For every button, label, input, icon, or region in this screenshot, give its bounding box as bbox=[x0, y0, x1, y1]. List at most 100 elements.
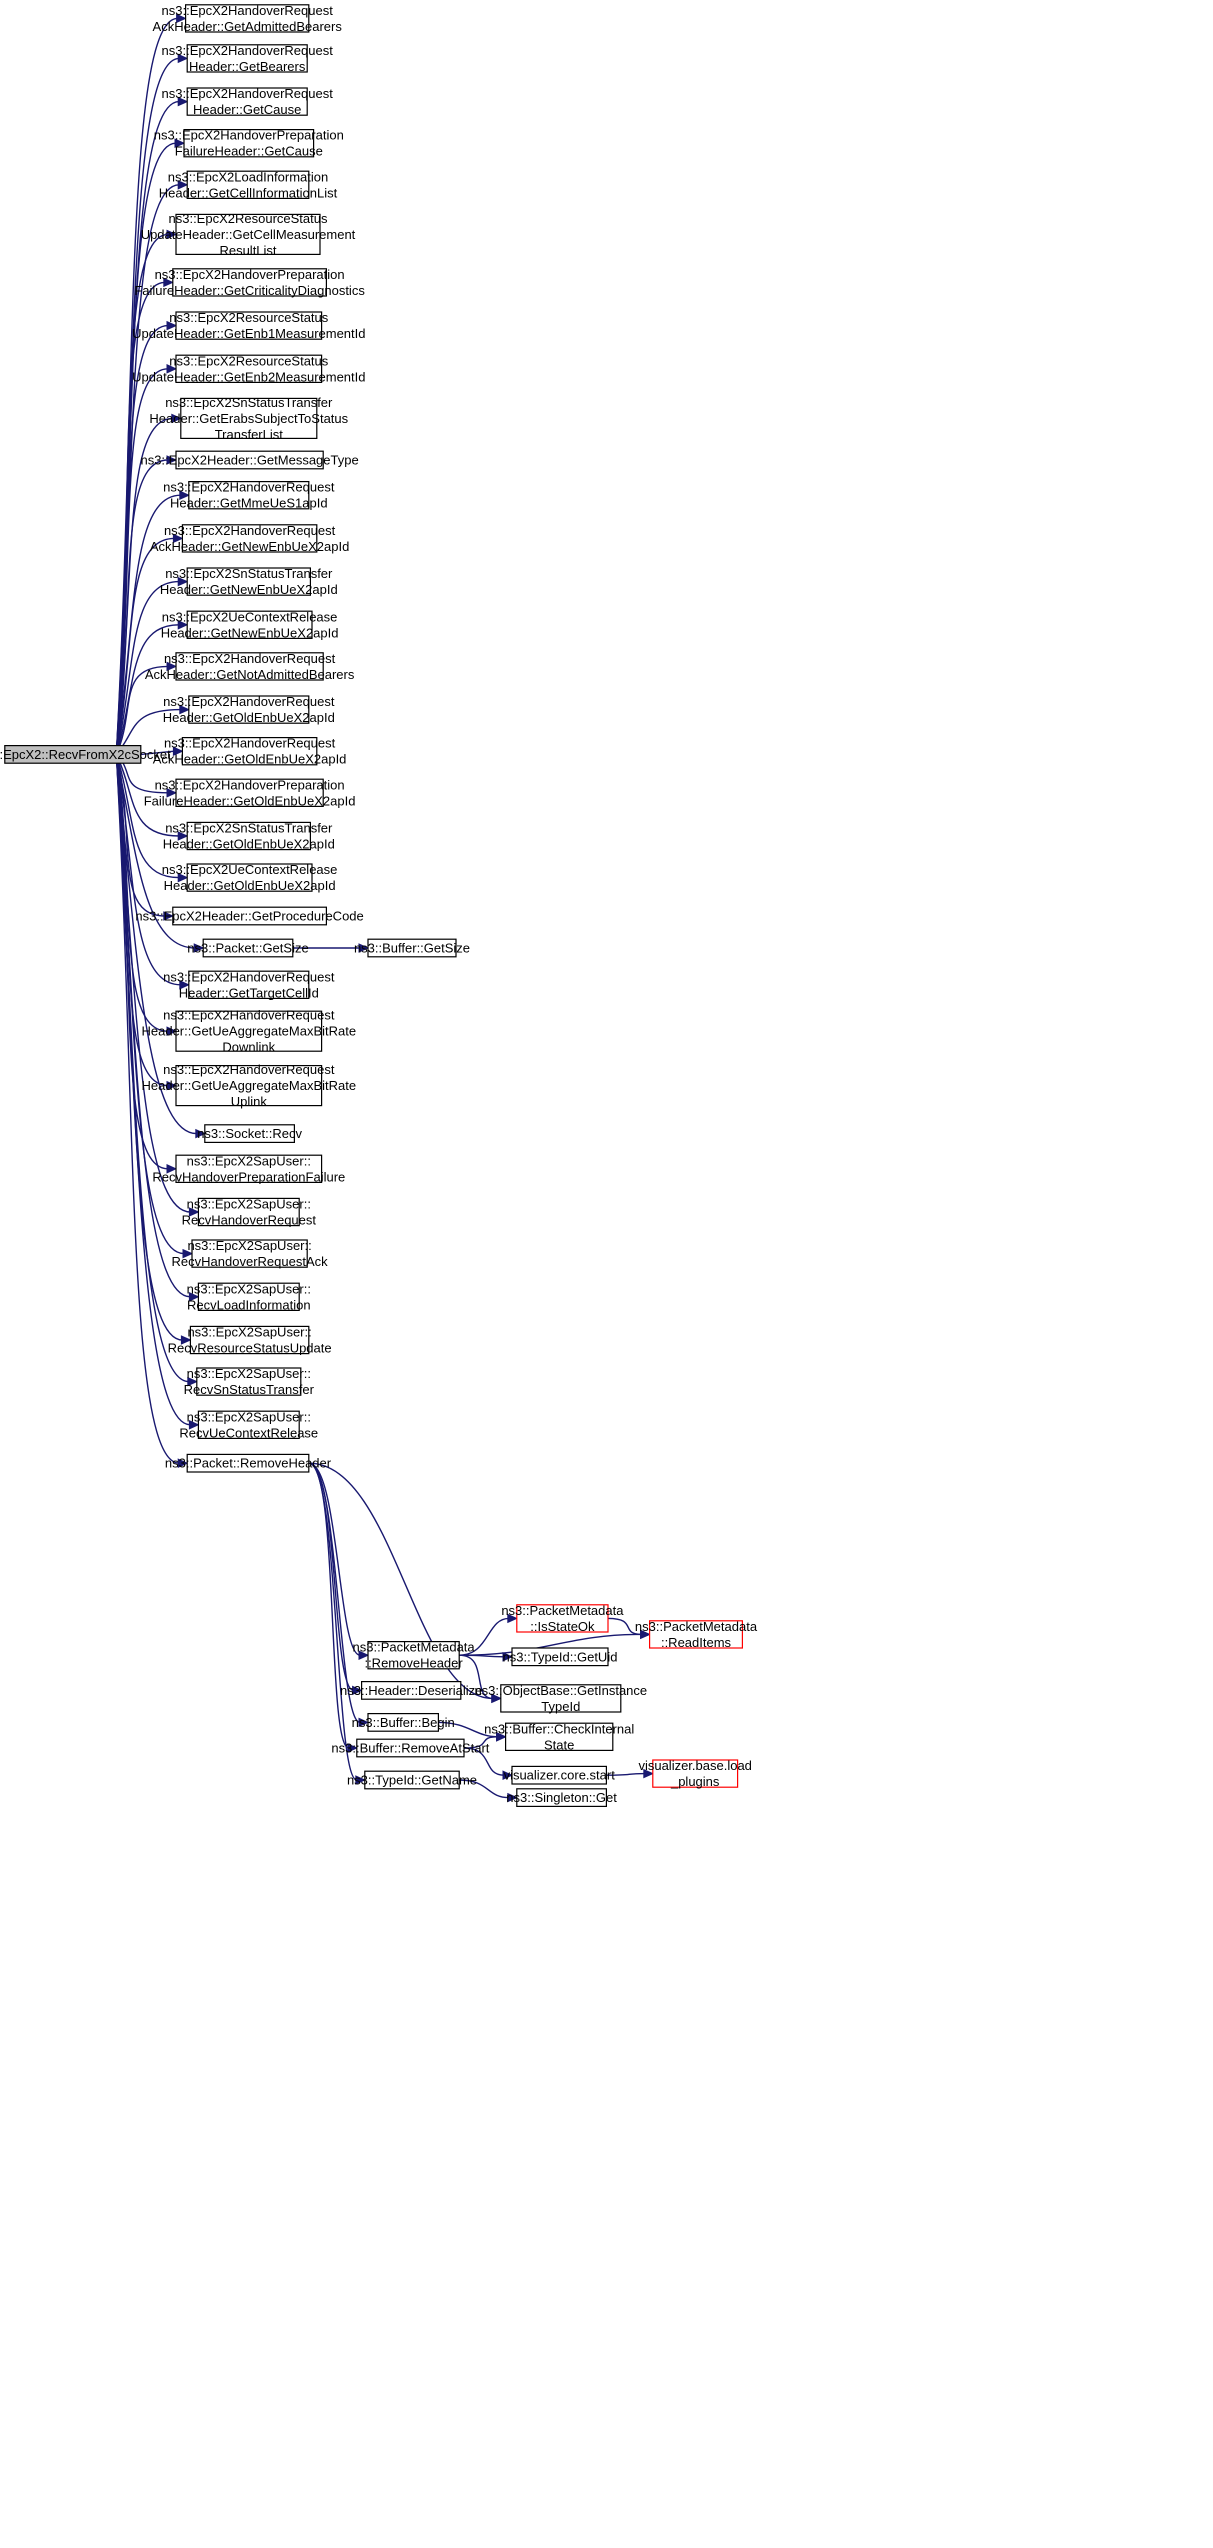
node-label: FailureHeader::GetOldEnbUeX2apId bbox=[144, 793, 356, 808]
node-ns3-packet-getsize[interactable]: ns3::Packet::GetSize bbox=[187, 938, 309, 958]
arrowhead bbox=[166, 320, 178, 331]
arrowhead bbox=[507, 1792, 519, 1803]
node-visualizer-core-start[interactable]: visualizer.core.start bbox=[504, 1765, 616, 1785]
node-box bbox=[188, 481, 310, 510]
node-ns3-epcx2handoverpreparationfailureheader-getcause[interactable]: ns3::EpcX2HandoverPreparationFailureHead… bbox=[154, 128, 344, 159]
node-label: Header::GetNewEnbUeX2apId bbox=[160, 582, 338, 597]
arrowhead bbox=[163, 911, 175, 921]
node-ns3-packetmetadata-removeheader[interactable]: ns3::PacketMetadata::RemoveHeader bbox=[353, 1640, 476, 1671]
node-label: Downlink bbox=[222, 1040, 275, 1055]
arrowhead bbox=[491, 1693, 503, 1704]
node-label: AckHeader::GetOldEnbUeX2apId bbox=[153, 752, 347, 767]
node-ns3-epcx2handoverrequestackheader-getadmittedbearers[interactable]: ns3::EpcX2HandoverRequestAckHeader::GetA… bbox=[153, 3, 343, 34]
node-ns3-epcx2sapuser-recvhandoverrequest[interactable]: ns3::EpcX2SapUser::RecvHandoverRequest bbox=[182, 1197, 317, 1228]
node-ns3-epcx2snstatustransferheader-geterabssubjecttostatustransferlist[interactable]: ns3::EpcX2SnStatusTransferHeader::GetEra… bbox=[149, 395, 348, 442]
node-ns3-epcx2snstatustransferheader-getoldenbuex2apid[interactable]: ns3::EpcX2SnStatusTransferHeader::GetOld… bbox=[163, 821, 335, 852]
node-box bbox=[648, 1620, 743, 1649]
arrowhead bbox=[507, 1613, 519, 1624]
call-edge bbox=[140, 750, 175, 756]
node-ns3-buffer-begin[interactable]: ns3::Buffer::Begin bbox=[352, 1712, 455, 1732]
node-box bbox=[189, 1325, 310, 1355]
node-label: ns3::EpcX2::RecvFromX2cSocket bbox=[0, 747, 171, 762]
node-ns3-epcx2handoverrequestheader-getbearers[interactable]: ns3::EpcX2HandoverRequestHeader::GetBear… bbox=[162, 43, 334, 74]
node-ns3-epcx2handoverrequestheader-getueaggregatemaxbitrateuplink[interactable]: ns3::EpcX2HandoverRequestHeader::GetUeAg… bbox=[141, 1062, 356, 1109]
node-ns3-epcx2resourcestatusupdateheader-getcellmeasurementresultlist[interactable]: ns3::EpcX2ResourceStatusUpdateHeader::Ge… bbox=[141, 211, 356, 258]
node-ns3-epcx2handoverrequestackheader-getoldenbuex2apid[interactable]: ns3::EpcX2HandoverRequestAckHeader::GetO… bbox=[153, 736, 347, 767]
node-ns3-epcx2resourcestatusupdateheader-getenb2measurementid[interactable]: ns3::EpcX2ResourceStatusUpdateHeader::Ge… bbox=[132, 353, 365, 384]
node-label: ns3::Header::Deserialize bbox=[340, 1683, 482, 1698]
node-label: ns3::EpcX2ResourceStatus bbox=[169, 353, 328, 368]
node-ns3-epcx2handoverrequestheader-gettargetcellid[interactable]: ns3::EpcX2HandoverRequestHeader::GetTarg… bbox=[163, 969, 335, 1000]
node-ns3-packet-removeheader[interactable]: ns3::Packet::RemoveHeader bbox=[165, 1453, 332, 1473]
arrowhead bbox=[166, 364, 178, 374]
node-box bbox=[175, 311, 323, 340]
node-box bbox=[185, 4, 310, 33]
node-ns3-typeid-getuid[interactable]: ns3::TypeId::GetUid bbox=[503, 1647, 618, 1667]
call-edge bbox=[308, 1462, 358, 1781]
node-ns3-header-deserialize[interactable]: ns3::Header::Deserialize bbox=[340, 1680, 482, 1700]
node-ns3-epcx2sapuser-recvuecontextrelease[interactable]: ns3::EpcX2SapUser::RecvUeContextRelease bbox=[179, 1409, 318, 1440]
call-edge bbox=[308, 1462, 493, 1700]
node-ns3-epcx2header-getmessagetype[interactable]: ns3::EpcX2Header::GetMessageType bbox=[140, 450, 359, 470]
arrowhead bbox=[177, 576, 189, 587]
node-ns3-buffer-getsize[interactable]: ns3::Buffer::GetSize bbox=[354, 938, 470, 958]
node-label: ns3::EpcX2SapUser:: bbox=[187, 1366, 311, 1381]
node-box bbox=[186, 567, 311, 596]
node-ns3-typeid-getname[interactable]: ns3::TypeId::GetName bbox=[347, 1770, 477, 1790]
arrowhead bbox=[188, 1420, 200, 1430]
node-ns3-epcx2sapuser-recvsnstatustransfer[interactable]: ns3::EpcX2SapUser::RecvSnStatusTransfer bbox=[184, 1366, 315, 1397]
node-ns3-epcx2resourcestatusupdateheader-getenb1measurementid[interactable]: ns3::EpcX2ResourceStatusUpdateHeader::Ge… bbox=[132, 310, 365, 341]
arrowhead bbox=[193, 943, 205, 953]
node-ns3-epcx2sapuser-recvhandoverpreparationfailure[interactable]: ns3::EpcX2SapUser::RecvHandoverPreparati… bbox=[152, 1153, 345, 1184]
node-visualizer-base-load-plugins[interactable]: visualizer.base.load_plugins bbox=[638, 1758, 751, 1789]
node-ns3-epcx2snstatustransferheader-getnewenbuex2apid[interactable]: ns3::EpcX2SnStatusTransferHeader::GetNew… bbox=[160, 566, 338, 597]
node-box bbox=[516, 1788, 607, 1808]
node-box bbox=[191, 1239, 308, 1268]
node-box bbox=[511, 1647, 609, 1667]
node-label: ns3::PacketMetadata bbox=[353, 1640, 476, 1655]
node-box bbox=[367, 1640, 460, 1670]
node-ns3-epcx2handoverrequestackheader-getnewenbuex2apid[interactable]: ns3::EpcX2HandoverRequestAckHeader::GetN… bbox=[150, 523, 349, 554]
arrowhead bbox=[166, 455, 178, 465]
node-box bbox=[186, 87, 308, 116]
node-ns3-epcx2handoverrequestheader-getmmeues1apid[interactable]: ns3::EpcX2HandoverRequestHeader::GetMmeU… bbox=[163, 480, 335, 511]
node-ns3-epcx2sapuser-recvhandoverrequestack[interactable]: ns3::EpcX2SapUser::RecvHandoverRequestAc… bbox=[172, 1238, 329, 1269]
node-label: ns3::EpcX2ResourceStatus bbox=[169, 310, 328, 325]
node-ns3-epcx2header-getprocedurecode[interactable]: ns3::EpcX2Header::GetProcedureCode bbox=[135, 906, 364, 926]
node-ns3-epcx2handoverpreparationfailureheader-getoldenbuex2apid[interactable]: ns3::EpcX2HandoverPreparationFailureHead… bbox=[144, 777, 356, 808]
node-label: Header::GetCause bbox=[193, 102, 301, 117]
node-ns3-epcx2handoverrequestheader-getueaggregatemaxbitratedownlink[interactable]: ns3::EpcX2HandoverRequestHeader::GetUeAg… bbox=[141, 1008, 356, 1055]
node-ns3-singleton-get[interactable]: ns3::Singleton::Get bbox=[506, 1788, 617, 1808]
node-ns3-epcx2sapuser-recvresourcestatusupdate[interactable]: ns3::EpcX2SapUser::RecvResourceStatusUpd… bbox=[168, 1325, 332, 1356]
node-ns3-epcx2-recvfromx2csocket[interactable]: ns3::EpcX2::RecvFromX2cSocket bbox=[0, 744, 171, 764]
node-label: ns3::PacketMetadata bbox=[635, 1619, 758, 1634]
node-label: Header::GetTargetCellId bbox=[179, 985, 319, 1000]
arrowhead bbox=[347, 1743, 359, 1753]
node-ns3-packetmetadata-readitems[interactable]: ns3::PacketMetadata::ReadItems bbox=[635, 1619, 758, 1650]
node-box bbox=[186, 1453, 310, 1473]
node-ns3-buffer-removeatstart[interactable]: ns3::Buffer::RemoveAtStart bbox=[331, 1738, 490, 1758]
node-ns3-epcx2uecontextreleaseheader-getoldenbuex2apid[interactable]: ns3::EpcX2UeContextReleaseHeader::GetOld… bbox=[162, 862, 338, 893]
call-edge bbox=[459, 1779, 509, 1799]
node-ns3-epcx2sapuser-recvloadinformation[interactable]: ns3::EpcX2SapUser::RecvLoadInformation bbox=[187, 1281, 311, 1312]
node-ns3-packetmetadata-isstateok[interactable]: ns3::PacketMetadata::IsStateOk bbox=[501, 1603, 624, 1634]
node-ns3-epcx2handoverrequestackheader-getnotadmittedbearers[interactable]: ns3::EpcX2HandoverRequestAckHeader::GetN… bbox=[145, 651, 355, 682]
arrowhead bbox=[640, 1629, 651, 1640]
node-ns3-epcx2handoverrequestheader-getcause[interactable]: ns3::EpcX2HandoverRequestHeader::GetCaus… bbox=[162, 86, 334, 117]
node-label: ns3::EpcX2HandoverRequest bbox=[162, 43, 334, 58]
node-label: ns3::EpcX2UeContextRelease bbox=[162, 609, 338, 624]
node-ns3-epcx2uecontextreleaseheader-getnewenbuex2apid[interactable]: ns3::EpcX2UeContextReleaseHeader::GetNew… bbox=[161, 609, 339, 640]
node-ns3-epcx2handoverpreparationfailureheader-getcriticalitydiagnostics[interactable]: ns3::EpcX2HandoverPreparationFailureHead… bbox=[134, 267, 365, 298]
arrowhead bbox=[179, 980, 191, 990]
node-ns3-socket-recv[interactable]: ns3::Socket::Recv bbox=[197, 1124, 302, 1144]
node-ns3-epcx2handoverrequestheader-getoldenbuex2apid[interactable]: ns3::EpcX2HandoverRequestHeader::GetOldE… bbox=[163, 694, 335, 725]
node-box bbox=[652, 1759, 739, 1788]
node-box bbox=[505, 1722, 614, 1751]
call-edge bbox=[115, 754, 197, 1135]
call-edge bbox=[459, 1633, 642, 1656]
node-ns3-epcx2loadinformationheader-getcellinformationlist[interactable]: ns3::EpcX2LoadInformationHeader::GetCell… bbox=[159, 169, 338, 200]
node-label: Header::GetOldEnbUeX2apId bbox=[163, 837, 335, 852]
node-label: RecvHandoverRequestAck bbox=[172, 1254, 329, 1269]
